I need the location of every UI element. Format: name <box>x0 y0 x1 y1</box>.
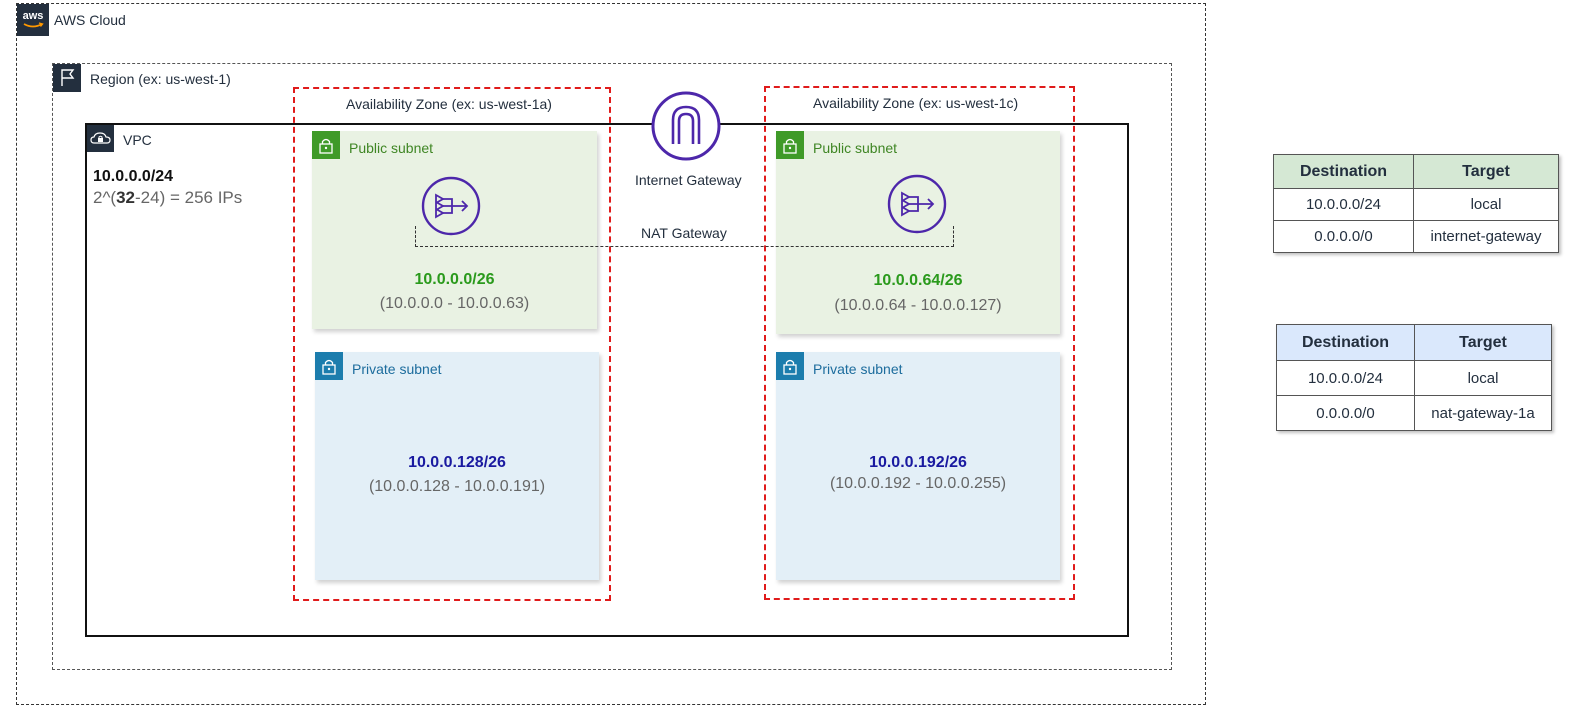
column-header-target: Target <box>1414 324 1552 361</box>
vpc-ip-count: 2^(32-24) = 256 IPs <box>93 188 242 208</box>
table-row: 0.0.0.0/0 nat-gateway-1a <box>1276 395 1552 431</box>
aws-logo-icon: aws <box>17 4 49 36</box>
aws-cloud-label: AWS Cloud <box>54 12 126 28</box>
vpc-group: VPC <box>85 123 1129 637</box>
vpc-ip-count-prefix: 2^( <box>93 188 117 207</box>
availability-zone-c <box>764 86 1075 600</box>
public-subnet-a: Public subnet 10.0.0.0/26 (10.0.0.0 - 10… <box>312 131 597 329</box>
availability-zone-a-label: Availability Zone (ex: us-west-1a) <box>346 96 552 112</box>
public-subnet-c-label: Public subnet <box>813 140 898 156</box>
vpc-cidr: 10.0.0.0/24 <box>93 168 174 185</box>
lock-icon <box>315 352 343 380</box>
table-row: 10.0.0.0/24 local <box>1273 188 1559 221</box>
route-target: internet-gateway <box>1413 220 1559 253</box>
aws-cloud-group: aws AWS Cloud <box>16 3 1206 705</box>
private-subnet-a-label: Private subnet <box>352 361 442 377</box>
region-label: Region (ex: us-west-1) <box>90 71 231 87</box>
subnet-ip-range: (10.0.0.64 - 10.0.0.127) <box>834 297 1002 314</box>
column-header-target: Target <box>1413 154 1559 189</box>
private-subnet-c: Private subnet 10.0.0.192/26 (10.0.0.192… <box>776 352 1060 580</box>
vpc-ip-count-suffix: -24) = 256 IPs <box>135 188 243 207</box>
table-row: 10.0.0.0/24 local <box>1276 360 1552 396</box>
availability-zone-c-label: Availability Zone (ex: us-west-1c) <box>813 95 1019 111</box>
vpc-ip-count-bold: 32 <box>116 188 136 207</box>
private-route-table: Destination Target 10.0.0.0/24 local 0.0… <box>1276 324 1552 431</box>
nat-gateway-label: NAT Gateway <box>639 225 729 241</box>
internet-gateway-label: Internet Gateway <box>635 172 742 188</box>
subnet-cidr: 10.0.0.128/26 <box>408 454 506 471</box>
availability-zone-a <box>293 87 611 601</box>
route-target: nat-gateway-1a <box>1414 395 1552 431</box>
lock-icon <box>776 352 804 380</box>
public-subnet-c: Public subnet 10.0.0.64/26 (10.0.0.64 - … <box>776 131 1060 334</box>
route-destination: 10.0.0.0/24 <box>1273 188 1414 221</box>
route-destination: 10.0.0.0/24 <box>1276 360 1415 396</box>
private-subnet-c-label: Private subnet <box>813 361 903 377</box>
route-target: local <box>1414 360 1552 396</box>
private-subnet-a: Private subnet 10.0.0.128/26 (10.0.0.128… <box>315 352 599 580</box>
subnet-cidr: 10.0.0.0/26 <box>414 271 495 288</box>
nat-gateway-icon <box>421 176 481 236</box>
region-group: Region (ex: us-west-1) <box>52 63 1172 670</box>
table-row: 0.0.0.0/0 internet-gateway <box>1273 220 1559 253</box>
column-header-destination: Destination <box>1273 154 1414 189</box>
route-destination: 0.0.0.0/0 <box>1273 220 1414 253</box>
table-header-row: Destination Target <box>1273 154 1559 189</box>
route-target: local <box>1413 188 1559 221</box>
nat-gateway-connector <box>415 226 954 247</box>
table-header-row: Destination Target <box>1276 324 1552 361</box>
subnet-cidr: 10.0.0.64/26 <box>873 272 963 289</box>
subnet-ip-range: (10.0.0.0 - 10.0.0.63) <box>379 295 530 312</box>
vpc-label: VPC <box>123 132 152 148</box>
column-header-destination: Destination <box>1276 324 1415 361</box>
flag-icon <box>53 64 81 92</box>
subnet-ip-range: (10.0.0.192 - 10.0.0.255) <box>829 475 1007 492</box>
subnet-ip-range: (10.0.0.128 - 10.0.0.191) <box>368 478 546 495</box>
cloud-lock-icon <box>87 125 114 152</box>
route-destination: 0.0.0.0/0 <box>1276 395 1415 431</box>
aws-logo-text: aws <box>23 10 44 22</box>
subnet-cidr: 10.0.0.192/26 <box>869 454 967 471</box>
public-subnet-a-label: Public subnet <box>349 140 434 156</box>
lock-icon <box>776 131 804 159</box>
internet-gateway-icon <box>651 91 721 161</box>
lock-icon <box>312 131 340 159</box>
public-route-table: Destination Target 10.0.0.0/24 local 0.0… <box>1273 154 1559 253</box>
nat-gateway-icon <box>887 174 947 234</box>
